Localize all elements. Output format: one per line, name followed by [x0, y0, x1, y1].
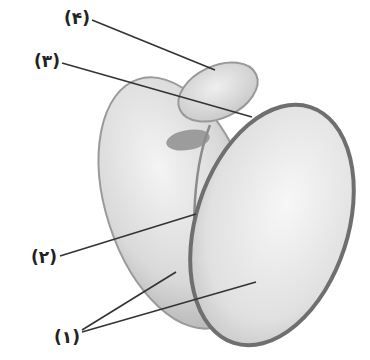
leader-line	[92, 20, 215, 70]
front-cotyledon	[161, 84, 370, 360]
leader-line	[82, 272, 176, 330]
leader-line	[62, 63, 252, 117]
leader-line	[82, 282, 256, 332]
leader-lines	[60, 20, 256, 332]
callout-number: (۱)	[54, 328, 80, 347]
callout-number: (۲)	[31, 248, 57, 267]
callout-number: (۴)	[64, 9, 90, 28]
leader-line	[60, 214, 196, 256]
callout-number: (۳)	[34, 52, 60, 71]
